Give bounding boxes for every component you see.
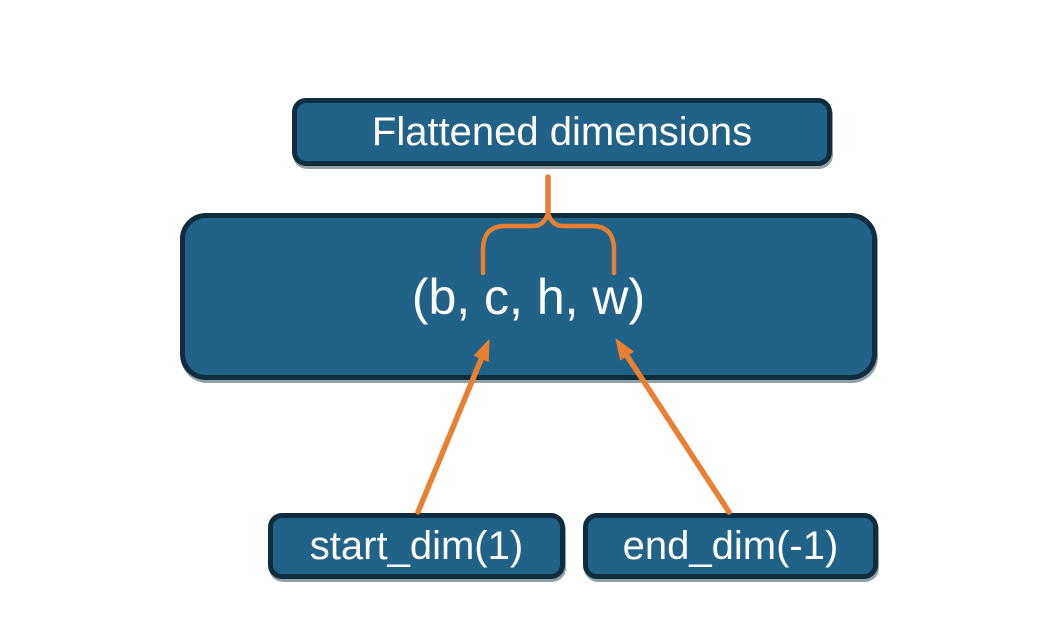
end-dim-label: end_dim(-1) (622, 523, 839, 568)
flattened-dimensions-box: Flattened dimensions (292, 98, 832, 166)
tensor-shape-label: (b, c, h, w) (411, 268, 646, 325)
start-dim-label: start_dim(1) (309, 523, 524, 568)
end-dim-box: end_dim(-1) (583, 513, 878, 579)
flattened-dimensions-label: Flattened dimensions (371, 109, 753, 154)
start-dim-box: start_dim(1) (268, 513, 565, 579)
start-dim-arrow-line (415, 355, 485, 515)
tensor-shape-box: (b, c, h, w) (180, 213, 877, 380)
